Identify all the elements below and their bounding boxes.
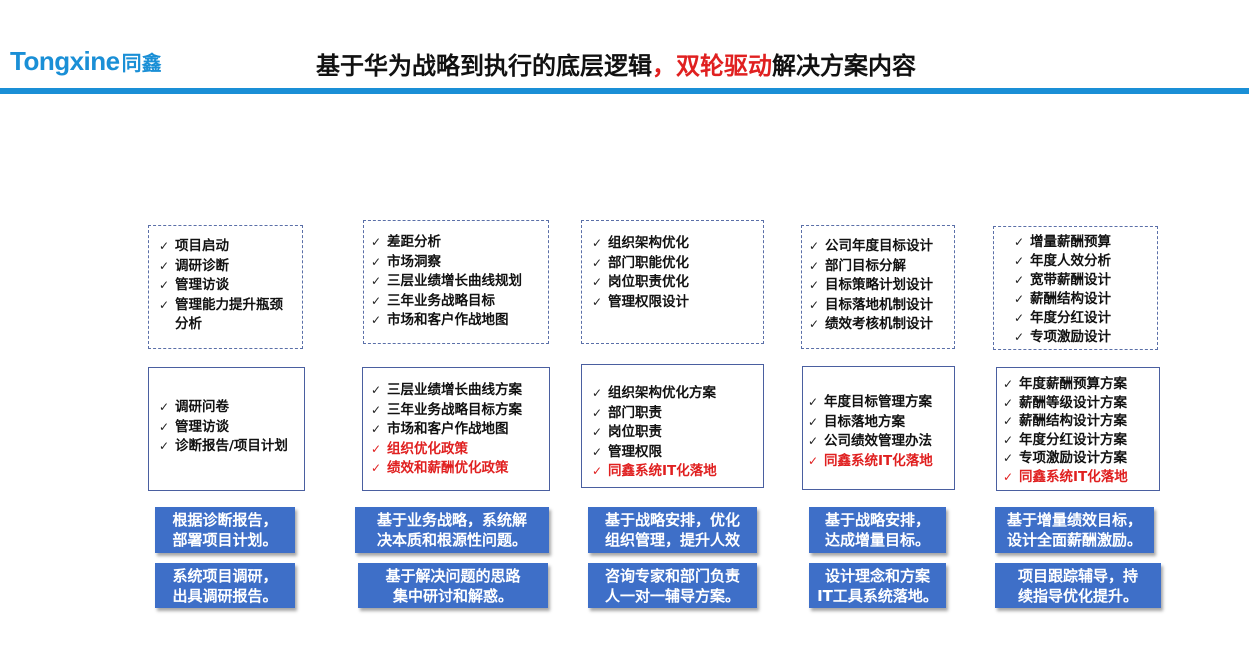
stage-chevron-5: 薪酬设计 <box>983 134 1159 192</box>
task-box-2: 差距分析 市场洞察 三层业绩增长曲线规划 三年业务战略目标 市场和客户作战地图 <box>363 220 549 344</box>
method-box-3: 基于战略安排，优化 组织管理，提升人效 <box>588 507 757 553</box>
process-box-3: 咨询专家和部门负责 人一对一辅导方案。 <box>588 563 757 608</box>
task-item: 部门目标分解 <box>809 257 954 277</box>
task-item: 组织架构优化 <box>592 234 763 254</box>
row-label-methods: 工作方法 <box>46 506 144 552</box>
result-item-highlight: 组织优化政策 <box>371 440 549 460</box>
result-item-highlight: 同鑫系统IT化落地 <box>1003 468 1159 487</box>
row-label-stage: 工作阶段 <box>46 134 144 186</box>
task-box-4: 公司年度目标设计 部门目标分解 目标策略计划设计 目标落地机制设计 绩效考核机制… <box>801 225 955 349</box>
title-highlight: ，双轮驱动 <box>652 52 772 80</box>
task-item: 三层业绩增长曲线规划 <box>371 272 548 292</box>
result-item: 管理权限 <box>592 443 763 463</box>
task-item: 目标落地机制设计 <box>809 296 954 316</box>
task-item: 管理权限设计 <box>592 293 763 313</box>
row-label-process: 工作流程 <box>46 559 144 605</box>
task-item: 三年业务战略目标 <box>371 292 548 312</box>
logo-english-text: Tongxine <box>10 45 120 76</box>
result-item: 年度薪酬预算方案 <box>1003 375 1159 394</box>
task-item: 调研诊断 <box>159 257 302 277</box>
method-box-4: 基于战略安排， 达成增量目标。 <box>809 507 946 553</box>
result-item: 专项激励设计方案 <box>1003 449 1159 468</box>
result-item: 组织架构优化方案 <box>592 384 763 404</box>
result-box-3: 组织架构优化方案 部门职责 岗位职责 管理权限 同鑫系统IT化落地 <box>581 364 764 488</box>
stage-chevron-4: 绩效设计 <box>782 134 987 192</box>
task-item: 宽带薪酬设计 <box>1014 271 1157 290</box>
result-box-5: 年度薪酬预算方案 薪酬等级设计方案 薪酬结构设计方案 年度分红设计方案 专项激励… <box>996 367 1160 491</box>
method-box-1: 根据诊断报告， 部署项目计划。 <box>155 507 295 553</box>
task-item: 市场洞察 <box>371 253 548 273</box>
company-logo: Tongxine 同鑫 <box>10 44 162 78</box>
task-box-3: 组织架构优化 部门职能优化 岗位职责优化 管理权限设计 <box>581 220 764 344</box>
task-box-1: 项目启动 调研诊断 管理访谈 管理能力提升瓶颈 分析 <box>148 225 303 349</box>
title-tail: 解决方案内容 <box>772 52 916 80</box>
task-item: 专项激励设计 <box>1014 328 1157 347</box>
title-main: 基于华为战略到执行的底层逻辑 <box>316 52 652 80</box>
process-box-1: 系统项目调研， 出具调研报告。 <box>155 563 295 608</box>
task-item: 市场和客户作战地图 <box>371 311 548 331</box>
header-divider <box>0 88 1249 94</box>
task-item: 年度分红设计 <box>1014 309 1157 328</box>
result-item: 调研问卷 <box>159 398 304 418</box>
logo-chinese-text: 同鑫 <box>121 50 162 75</box>
result-item: 诊断报告/项目计划 <box>159 437 304 457</box>
process-box-2: 基于解决问题的思路 集中研讨和解惑。 <box>358 563 548 608</box>
task-item: 项目启动 <box>159 237 302 257</box>
stage-chevron-2: 战略澄清 <box>352 134 570 192</box>
result-item: 市场和客户作战地图 <box>371 420 549 440</box>
stage-chevron-1: 项目启动 -调研诊断 <box>133 134 357 192</box>
result-item: 公司绩效管理办法 <box>808 432 954 452</box>
result-item: 岗位职责 <box>592 423 763 443</box>
task-item: 目标策略计划设计 <box>809 276 954 296</box>
task-box-5: 增量薪酬预算 年度人效分析 宽带薪酬设计 薪酬结构设计 年度分红设计 专项激励设… <box>993 226 1158 350</box>
row-label-results: 工作成果 <box>46 393 144 445</box>
result-item-highlight: 绩效和薪酬优化政策 <box>371 459 549 479</box>
task-item: 管理能力提升瓶颈 <box>159 296 302 316</box>
method-box-5: 基于增量绩效目标， 设计全面薪酬激励。 <box>995 507 1154 553</box>
result-item-highlight: 同鑫系统IT化落地 <box>808 452 954 472</box>
result-box-1: 调研问卷 管理访谈 诊断报告/项目计划 <box>148 367 305 491</box>
page-title: 基于华为战略到执行的底层逻辑，双轮驱动解决方案内容 <box>316 46 916 80</box>
result-box-2: 三层业绩增长曲线方案 三年业务战略目标方案 市场和客户作战地图 组织优化政策 绩… <box>362 367 550 491</box>
process-box-5: 项目跟踪辅导，持 续指导优化提升。 <box>995 563 1161 608</box>
task-item: 公司年度目标设计 <box>809 237 954 257</box>
task-item: 岗位职责优化 <box>592 273 763 293</box>
result-item: 部门职责 <box>592 404 763 424</box>
task-item: 差距分析 <box>371 233 548 253</box>
result-item: 三层业绩增长曲线方案 <box>371 381 549 401</box>
result-item: 薪酬结构设计方案 <box>1003 412 1159 431</box>
task-item: 管理访谈 <box>159 276 302 296</box>
result-item: 年度目标管理方案 <box>808 393 954 413</box>
result-box-4: 年度目标管理方案 目标落地方案 公司绩效管理办法 同鑫系统IT化落地 <box>802 366 955 490</box>
task-item: 增量薪酬预算 <box>1014 233 1157 252</box>
result-item: 管理访谈 <box>159 418 304 438</box>
stage-chevron-3: 组织设计 <box>576 134 782 192</box>
task-item: 部门职能优化 <box>592 254 763 274</box>
task-item: 薪酬结构设计 <box>1014 290 1157 309</box>
result-item: 目标落地方案 <box>808 413 954 433</box>
method-box-2: 基于业务战略，系统解 决本质和根源性问题。 <box>355 507 549 553</box>
task-item-continued: 分析 <box>175 316 202 332</box>
task-item: 绩效考核机制设计 <box>809 315 954 335</box>
process-box-4: 设计理念和方案 IT工具系统落地。 <box>809 563 946 608</box>
result-item: 年度分红设计方案 <box>1003 431 1159 450</box>
result-item-highlight: 同鑫系统IT化落地 <box>592 462 763 482</box>
result-item: 三年业务战略目标方案 <box>371 401 549 421</box>
row-label-tasks: 工作任务 <box>46 272 144 324</box>
task-item: 年度人效分析 <box>1014 252 1157 271</box>
result-item: 薪酬等级设计方案 <box>1003 394 1159 413</box>
